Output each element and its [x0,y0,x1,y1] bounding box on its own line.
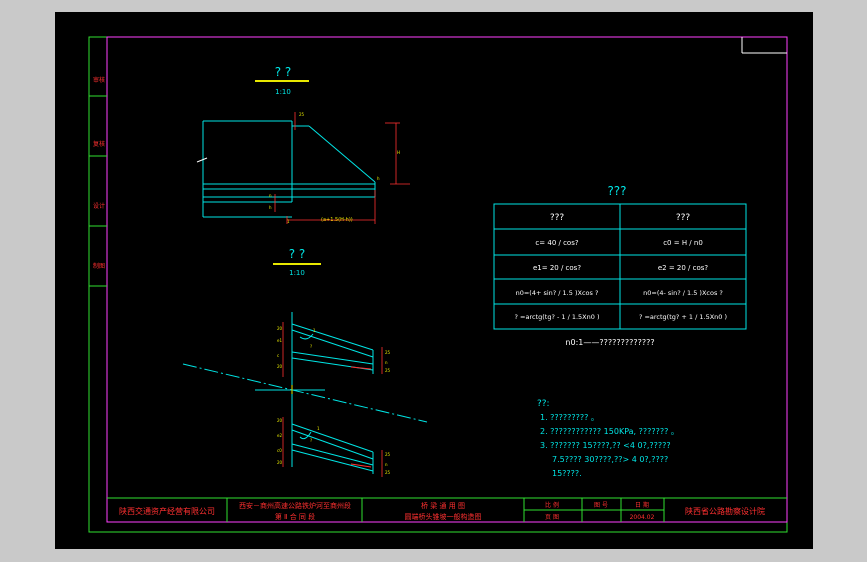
svg-text:h: h [269,205,272,210]
formula-n0-right: n0=(4- sin? / 1.5 )Xcos ? [643,289,723,297]
left-tabs: 审核 复核 设计 制图 [89,76,107,287]
formula-angle-left: ? =arctg(tg? - 1 / 1.5Xn0 ) [515,313,600,321]
formula-table [493,203,747,330]
svg-text:25: 25 [299,112,305,117]
formula-e1: e1= 20 / cos? [533,264,581,272]
plan-labels: 20 e1 c 20 20 e2 c0 20 25 n 25 25 n 25 ?… [277,326,391,475]
svg-text:25: 25 [385,350,391,355]
drawing-title-line-2: 圆端桥头锥坡一般构造图 [405,512,482,521]
inner-frame [106,36,788,523]
svg-text:25: 25 [385,452,391,457]
note-line-1: 1. ????????? 。 [540,413,599,422]
svg-text:1: 1 [317,426,320,431]
view1-scale: 1:10 [275,88,291,96]
elevation-view [196,120,376,218]
company-name: 陕西交通资产经营有限公司 [119,506,215,516]
note-line-3: 3. ??????? 15????,?? <4 0?,????? [540,441,671,450]
table-header-left: ??? [550,213,565,223]
svg-text:20: 20 [277,460,283,465]
cad-viewport[interactable]: 审核 复核 设计 制图 ? ? 1:10 H h 25 n h 1 (a+1.5… [55,12,813,549]
svg-text:1: 1 [287,219,290,224]
tab-draft: 制图 [93,262,105,270]
view1-title: ? ? [275,65,292,79]
svg-text:e1: e1 [277,338,282,343]
formula-angle-right: ? =arctg(tg? + 1 / 1.5Xn0 ) [639,313,727,321]
view2-scale: 1:10 [289,269,305,277]
tab-design: 设计 [93,202,105,210]
notes-heading: ??: [537,399,550,409]
svg-text:H: H [397,150,400,155]
svg-text:n: n [385,360,388,365]
view2-title: ? ? [289,247,306,261]
designer-name: 陕西省公路勘察设计院 [685,506,765,516]
label-scale: 比 例 [545,501,559,509]
svg-text:n: n [269,193,272,198]
drawing-canvas: 审核 复核 设计 制图 ? ? 1:10 H h 25 n h 1 (a+1.5… [88,36,788,533]
elevation-dims [274,112,410,224]
svg-text:1: 1 [313,328,316,333]
svg-text:h: h [377,176,380,181]
svg-text:n: n [385,462,388,467]
table-header-right: ??? [676,213,691,223]
title-block [107,497,787,522]
table-title: ??? [607,184,626,198]
svg-text:25: 25 [385,368,391,373]
project-line-2: 第 Ⅱ 合 同 段 [275,512,315,521]
svg-text:20: 20 [277,364,283,369]
length-dimension: (a+1.5(H-h)) [321,217,353,223]
project-line-1: 西安－商州高速公路铁炉河至商州段 [239,501,351,510]
formula-c: c= 40 / cos? [535,239,578,247]
tab-review: 复核 [93,140,105,148]
svg-text:c: c [277,353,279,358]
label-number: 图 号 [594,502,608,509]
svg-text:?: ? [310,438,312,443]
notes: ??: 1. ????????? 。 2. ???????????? 150KP… [537,399,679,478]
formula-e2: e2 = 20 / cos? [658,264,709,272]
date-value: 2004.02 [630,514,655,521]
label-date: 日 期 [635,501,649,509]
svg-text:20: 20 [277,326,283,331]
table-footnote: n0:1——????????????? [565,338,654,347]
note-line-4: 7.5???? 30????,??> 4 0?,???? [552,455,668,464]
svg-text:20: 20 [277,418,283,423]
note-line-2: 2. ???????????? 150KPa, ??????? 。 [540,427,679,436]
tab-audit: 审核 [93,76,105,84]
formula-c0: c0 = H / n0 [663,239,703,247]
svg-text:c0: c0 [277,448,282,453]
formula-n0-left: n0=(4+ sin? / 1.5 )Xcos ? [516,289,599,297]
note-line-5: 15????. [552,469,582,478]
svg-text:25: 25 [385,470,391,475]
label-sheet: 页 图 [545,514,559,521]
svg-text:e2: e2 [277,433,282,438]
drawing-title-line-1: 桥 梁 通 用 图 [421,501,465,510]
plan-view [182,312,428,477]
outer-frame [88,36,788,533]
svg-text:?: ? [310,344,312,349]
